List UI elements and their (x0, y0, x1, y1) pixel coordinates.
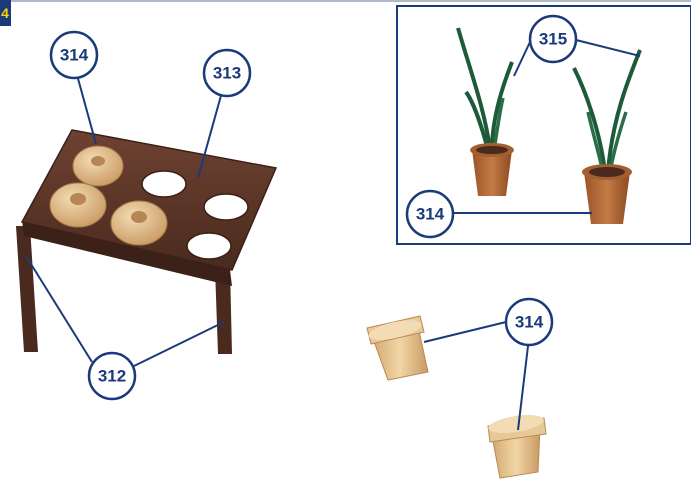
callout-table: 313 (202, 48, 252, 98)
callout-inset-pots: 314 (405, 189, 455, 239)
table-apron (22, 220, 232, 286)
unfinished-pot (487, 414, 547, 479)
inset-frame (396, 5, 691, 245)
wood-ring (49, 182, 107, 228)
step-number: 4 (1, 5, 9, 21)
callout-label: 315 (539, 30, 567, 49)
table-hole (141, 170, 187, 198)
potted-plant (456, 27, 514, 196)
step-badge-bg (0, 0, 11, 26)
callout-label: 314 (515, 313, 544, 332)
callout-label: 314 (416, 205, 445, 224)
callout-table-ring: 314 (49, 30, 99, 80)
callout-loose-pots: 314 (504, 297, 554, 347)
callout-label: 314 (60, 46, 89, 65)
plant-stand (16, 129, 278, 354)
step-badge: 4 (0, 0, 11, 26)
callout-table-legs: 312 (87, 351, 137, 401)
callout-label: 312 (98, 367, 126, 386)
wood-ring (110, 200, 168, 246)
unfinished-pot (366, 315, 429, 381)
table-hole (186, 232, 232, 260)
table-leg-left (16, 226, 38, 352)
potted-plant (572, 49, 642, 224)
table-hole (203, 193, 249, 221)
callout-inset-plants: 315 (528, 14, 578, 64)
callout-label: 313 (213, 64, 241, 83)
table-leg-right (215, 268, 232, 354)
wood-ring (72, 145, 124, 187)
